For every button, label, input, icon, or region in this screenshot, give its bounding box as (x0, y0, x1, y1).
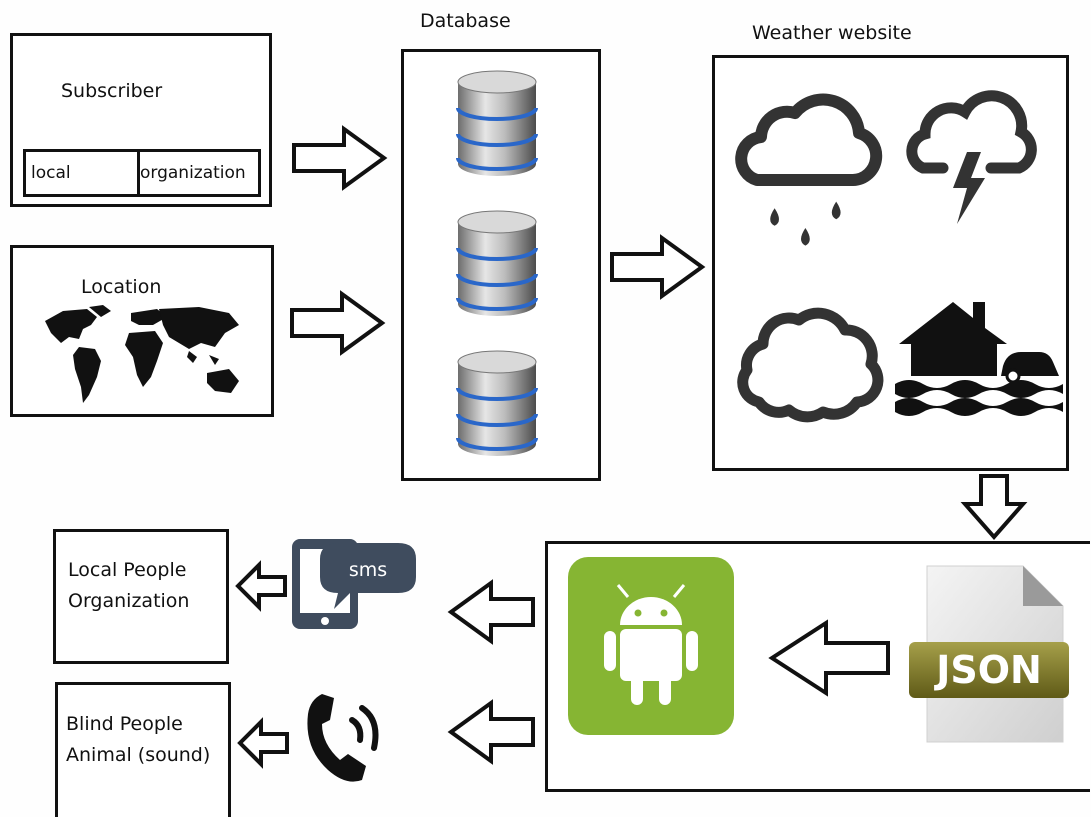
blind-output-box: Blind People Animal (sound) (55, 682, 231, 817)
sms-phone-icon: sms (292, 539, 416, 629)
subscriber-organization-label: organization (140, 163, 246, 183)
blind-output-label: Blind People Animal (sound) (66, 709, 210, 771)
android-icon (568, 557, 734, 735)
subscriber-local-box: local (23, 149, 141, 197)
local-output-label: Local People Organization (68, 555, 189, 617)
blind-output-line-2: Animal (sound) (66, 744, 211, 766)
json-label: JSON (933, 648, 1042, 692)
storm-cloud-icon (906, 90, 1037, 224)
weather-title: Weather website (752, 22, 912, 44)
subscriber-local-label: local (31, 163, 71, 183)
arrow-weather-to-json (960, 474, 1028, 541)
arrow-sms-to-local (235, 560, 287, 612)
cloud-icon (737, 307, 884, 423)
arrow-android-to-sms (447, 579, 535, 645)
arrow-database-to-weather (610, 234, 706, 300)
rain-cloud-icon (735, 93, 883, 246)
arrow-phone-to-blind (237, 717, 289, 769)
subscriber-title: Subscriber (61, 80, 163, 102)
world-map-icon (45, 305, 239, 403)
database-cylinder-icon (456, 350, 538, 456)
phone-call-icon (307, 694, 379, 782)
local-output-box: Local People Organization (53, 529, 229, 664)
sms-label: sms (349, 559, 387, 581)
subscriber-box: Subscriber local organization (10, 33, 272, 207)
arrow-subscriber-to-database (292, 125, 388, 191)
database-cylinder-icon (456, 210, 538, 316)
location-box: Location (10, 245, 274, 417)
blind-output-line-1: Blind People (66, 713, 183, 735)
database-cylinder-icon (456, 70, 538, 176)
local-output-line-1: Local People (68, 559, 187, 581)
arrow-android-to-phone (447, 699, 535, 765)
arrow-location-to-database (290, 290, 386, 356)
arrow-json-to-android (768, 619, 890, 697)
local-output-line-2: Organization (68, 590, 190, 612)
json-file-icon: JSON (909, 565, 1069, 743)
subscriber-organization-box: organization (137, 149, 261, 197)
flood-icon (895, 302, 1063, 416)
location-title: Location (81, 276, 162, 298)
database-title: Database (420, 10, 511, 32)
